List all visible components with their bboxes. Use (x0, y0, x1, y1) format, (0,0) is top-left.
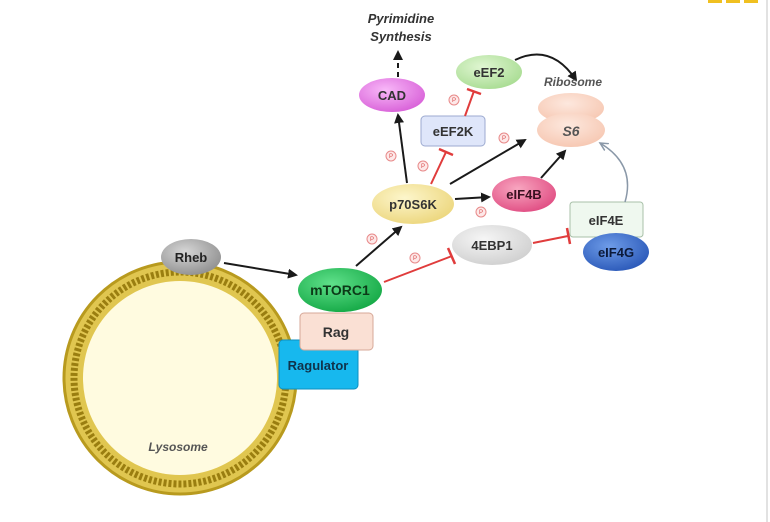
inhibit-eef2k-eef2 (464, 87, 482, 117)
phospho-marker: P (366, 233, 378, 245)
arrow-p70s6k-to-cad (394, 113, 408, 184)
svg-text:P: P (413, 256, 417, 262)
arrow-eef2-to-ribosome (514, 53, 578, 82)
mtorc1-label: mTORC1 (310, 282, 370, 298)
mtorc1: mTORC1 (298, 268, 382, 312)
pyrimidine-label: Pyrimidine (368, 11, 434, 26)
4ebp1-label: 4EBP1 (471, 238, 512, 253)
corner-decoration (708, 0, 758, 3)
phospho-marker: P (417, 160, 429, 172)
svg-text:P: P (479, 210, 483, 216)
arrow-p70s6k-to-eif4b (454, 192, 491, 203)
svg-text:P: P (452, 98, 456, 104)
arrow-p70s6k-to-s6 (449, 138, 527, 185)
rheb-label: Rheb (175, 250, 208, 265)
rag: Rag (299, 312, 374, 351)
eif4e-label: eIF4E (589, 213, 624, 228)
arrow-eif4e-to-s6 (600, 143, 629, 203)
p70s6k: p70S6K (372, 184, 454, 224)
p70s6k-label: p70S6K (389, 197, 437, 212)
eef2k-label: eEF2K (433, 124, 474, 139)
inhibit-p70s6k-eef2k (430, 147, 454, 185)
eef2k: eEF2K (420, 115, 486, 147)
lysosome-lumen (83, 281, 277, 475)
ribosome-s6: S6 (537, 93, 605, 147)
rheb: Rheb (161, 239, 221, 275)
rag-label: Rag (323, 324, 349, 340)
eif4g-label: eIF4G (598, 245, 634, 260)
eif4b-label: eIF4B (506, 187, 541, 202)
phospho-marker: P (385, 150, 397, 162)
svg-text:P: P (502, 136, 506, 142)
s6-label: S6 (562, 123, 579, 139)
eef2-label: eEF2 (473, 65, 504, 80)
arrow-eif4b-to-s6 (540, 149, 567, 179)
synthesis-label: Synthesis (370, 29, 431, 44)
arrow-mtorc1-to-p70s6k (355, 225, 403, 267)
phospho-marker: P (475, 206, 487, 218)
inhibit-4ebp1-eif4e (532, 227, 572, 245)
svg-text:P: P (389, 154, 393, 160)
ragulator: Ragulator (278, 339, 359, 390)
eif4e: eIF4E (569, 201, 644, 238)
ragulator-label: Ragulator (288, 358, 349, 373)
4ebp1: 4EBP1 (452, 225, 532, 265)
lysosome-label: Lysosome (148, 440, 208, 454)
svg-text:P: P (370, 237, 374, 243)
inhibit-mtorc1-4ebp1 (383, 247, 457, 283)
eif4b: eIF4B (492, 176, 556, 212)
phospho-marker: P (448, 94, 460, 106)
ribosome-label: Ribosome (544, 75, 602, 89)
phospho-marker: P (498, 132, 510, 144)
arrow-rheb-to-mtorc1 (223, 262, 298, 279)
cad-label: CAD (378, 88, 406, 103)
eef2: eEF2 (456, 55, 522, 89)
eif4g: eIF4G (583, 233, 649, 271)
svg-text:P: P (421, 164, 425, 170)
phospho-marker: P (409, 252, 421, 264)
lysosome: Lysosome (62, 260, 298, 496)
cad: CAD (359, 78, 425, 112)
